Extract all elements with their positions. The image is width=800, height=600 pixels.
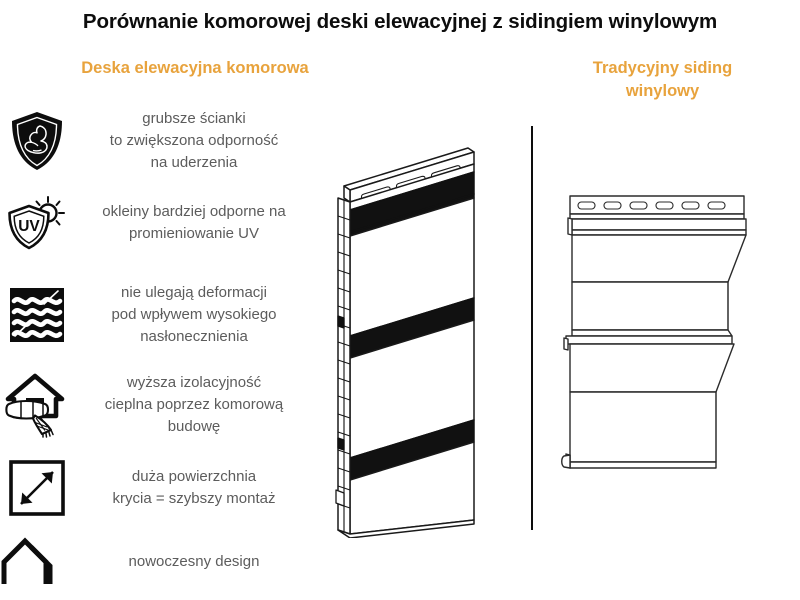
feature-text-thermal-insulation: wyższa izolacyjność cieplna poprzez komo… xyxy=(74,372,320,438)
feature-line: krycia = szybszy montaż xyxy=(112,490,276,507)
feature-line: to zwiększona odporność xyxy=(109,132,279,150)
feature-text-no-deformation: nie ulegają deformacji pod wpływem wysok… xyxy=(74,282,320,348)
feature-line: nowoczesny design xyxy=(128,553,260,571)
feature-row-no-deformation: nie ulegają deformacji pod wpływem wysok… xyxy=(0,272,320,358)
modern-house-outline-icon xyxy=(0,536,74,588)
feature-line: cieplna poprzez komorową xyxy=(104,396,284,414)
feature-row-thermal-insulation: wyższa izolacyjność cieplna poprzez komo… xyxy=(0,362,320,448)
feature-text-coverage-area: duża powierzchnia krycia = szybszy monta… xyxy=(74,466,320,510)
feature-row-modern-design: nowoczesny design xyxy=(0,527,320,597)
feature-text-uv-resistance: okleiny bardziej odporne na promieniowan… xyxy=(74,201,320,245)
feature-line: pod wpływem wysokiego xyxy=(111,306,277,324)
feature-line: nie ulegają deformacji xyxy=(121,284,267,302)
feature-row-impact-resistance: grubsze ścianki to zwiększona odporność … xyxy=(0,100,320,182)
diagonal-arrow-square-icon xyxy=(0,459,74,517)
house-scarf-icon xyxy=(0,372,74,438)
feature-line: na uderzenia xyxy=(150,153,238,171)
column-divider xyxy=(531,126,533,530)
uv-shield-sun-icon: UV xyxy=(0,194,74,252)
feature-line: promieniowanie UV xyxy=(128,225,260,242)
feature-text-modern-design: nowoczesny design xyxy=(74,551,320,573)
feature-row-coverage-area: duża powierzchnia krycia = szybszy monta… xyxy=(0,452,320,524)
heat-waves-icon xyxy=(0,286,74,344)
feature-line: nasłonecznienia xyxy=(140,327,248,345)
feature-line: duża powierzchnia xyxy=(131,468,257,486)
shield-muscle-icon xyxy=(0,110,74,172)
column-heading-chambered-board: Deska elewacyjna komorowa xyxy=(81,59,309,77)
feature-text-impact-resistance: grubsze ścianki to zwiększona odporność … xyxy=(74,108,320,174)
chambered-facade-board-diagram xyxy=(330,138,510,543)
column-heading-vinyl-siding-line2: winylowy xyxy=(625,81,700,100)
svg-text:UV: UV xyxy=(18,218,40,235)
feature-row-uv-resistance: UV okleiny bardziej odporne na promienio… xyxy=(0,187,320,259)
column-heading-vinyl-siding-line1: Tradycyjny siding xyxy=(592,59,733,77)
feature-line: grubsze ścianki xyxy=(142,110,246,128)
feature-line: wyższa izolacyjność xyxy=(126,374,262,392)
feature-line: budowę xyxy=(167,417,221,435)
page-title: Porównanie komorowej deski elewacyjnej z… xyxy=(82,10,718,33)
feature-line: okleiny bardziej odporne na xyxy=(102,203,286,221)
column-heading-vinyl-siding: Tradycyjny siding winylowy xyxy=(560,57,765,103)
vinyl-siding-diagram xyxy=(556,178,756,513)
